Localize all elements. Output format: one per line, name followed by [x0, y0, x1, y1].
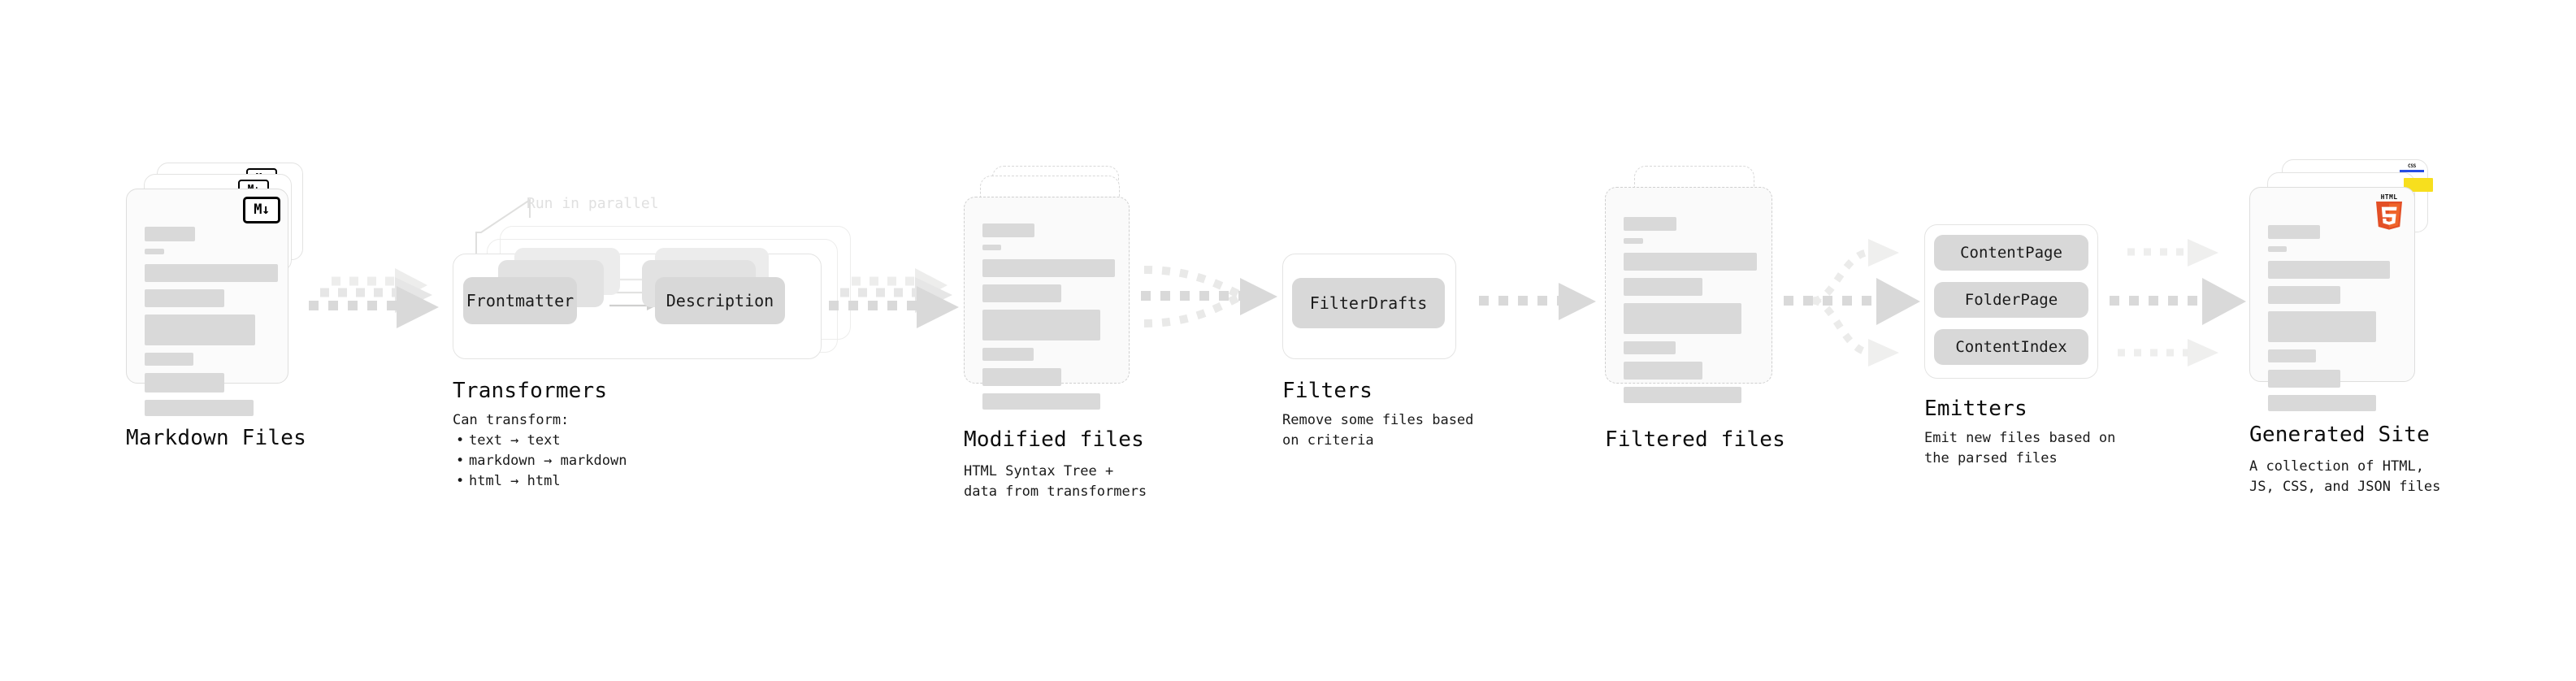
transform-list-item: html → html	[456, 471, 696, 492]
doc-bar	[1624, 341, 1676, 354]
doc-bar	[982, 284, 1061, 302]
doc-bar	[982, 259, 1115, 277]
doc-bar	[2268, 286, 2340, 304]
html5-icon: HTML	[2372, 192, 2406, 230]
transformers-transform-list: text → text markdown → markdown html → h…	[453, 431, 696, 492]
emitter-chip-folderpage[interactable]: FolderPage	[1934, 282, 2088, 318]
transformers-caption-head: Can transform:	[453, 412, 570, 428]
modified-files-caption: HTML Syntax Tree + data from transformer…	[964, 463, 1147, 500]
doc-bar	[2268, 261, 2390, 279]
doc-bar	[982, 348, 1034, 361]
stage-title-filtered-files: Filtered files	[1605, 427, 1785, 452]
doc-bar	[145, 289, 224, 307]
modified-card-front	[964, 197, 1130, 410]
transform-list-item: markdown → markdown	[456, 451, 696, 471]
doc-bar	[982, 245, 1001, 250]
filter-chip-filterdrafts[interactable]: FilterDrafts	[1292, 278, 1445, 328]
generated-site-stack: CSS HTML	[2249, 159, 2444, 419]
arrow-markdown-to-transformers	[309, 268, 439, 328]
markdown-placeholder-lines	[145, 227, 278, 423]
arrow-filtered-to-emitters	[1784, 239, 1920, 367]
css-badge-label: CSS	[2408, 163, 2416, 169]
svg-text:HTML: HTML	[2381, 193, 2398, 201]
doc-bar	[1624, 362, 1702, 380]
doc-bar	[2268, 246, 2287, 252]
stage-title-emitters: Emitters	[1924, 397, 2027, 421]
filtered-placeholder-lines	[1624, 217, 1757, 410]
arrow-modified-to-filters	[1141, 266, 1277, 327]
filtered-files-stack	[1605, 166, 1784, 418]
filtered-card-front	[1605, 187, 1772, 403]
stage-title-modified-files: Modified files	[964, 427, 1144, 452]
doc-bar	[2268, 225, 2320, 239]
doc-bar	[1624, 253, 1757, 271]
css-badge-rule	[2400, 170, 2424, 172]
arrow-emitters-to-site	[2110, 239, 2246, 367]
doc-bar	[2268, 395, 2376, 411]
doc-bar	[982, 310, 1100, 340]
doc-bar	[2268, 311, 2376, 342]
doc-bar	[1624, 217, 1676, 231]
stage-title-markdown-files: Markdown Files	[126, 426, 306, 450]
doc-bar	[1624, 387, 1741, 403]
run-in-parallel-label: Run in parallel	[527, 195, 659, 212]
stage-title-transformers: Transformers	[453, 379, 608, 403]
emitter-chip-contentindex[interactable]: ContentIndex	[1934, 329, 2088, 365]
doc-bar	[2268, 370, 2340, 388]
emitter-chip-contentpage[interactable]: ContentPage	[1934, 235, 2088, 271]
stage-title-generated-site: Generated Site	[2249, 423, 2430, 447]
js-badge	[2404, 178, 2433, 192]
arrow-filters-to-filtered	[1479, 283, 1596, 320]
stage-title-filters: Filters	[1282, 379, 1373, 403]
doc-bar	[1624, 238, 1643, 244]
doc-bar	[145, 249, 164, 254]
doc-bar	[145, 400, 254, 416]
transform-list-item: text → text	[456, 431, 696, 451]
doc-bar	[145, 373, 224, 393]
transformer-chip-description[interactable]: Description	[655, 277, 785, 324]
doc-bar	[982, 368, 1061, 386]
generated-placeholder-lines	[2268, 225, 2400, 419]
transformers-caption: Can transform: text → text markdown → ma…	[453, 410, 696, 492]
emitters-caption: Emit new files based on the parsed files	[1924, 430, 2116, 466]
doc-bar	[145, 227, 195, 241]
modified-files-stack	[964, 166, 1143, 418]
markdown-files-stack: M↓ M↓ M↓	[126, 163, 313, 416]
markdown-badge-front: M↓	[243, 197, 280, 223]
css-badge: CSS	[2400, 164, 2424, 174]
doc-bar	[1624, 278, 1702, 296]
arrow-transformers-to-modified	[829, 268, 959, 328]
doc-bar	[982, 223, 1034, 237]
generated-site-caption: A collection of HTML, JS, CSS, and JSON …	[2249, 458, 2441, 495]
filters-caption: Remove some files based on criteria	[1282, 412, 1474, 449]
doc-bar	[982, 393, 1100, 410]
modified-placeholder-lines	[982, 223, 1115, 417]
doc-bar	[2268, 349, 2316, 362]
doc-bar	[145, 314, 255, 345]
transformer-chip-frontmatter[interactable]: Frontmatter	[463, 277, 577, 324]
doc-bar	[1624, 303, 1741, 334]
run-in-parallel-leader	[475, 198, 531, 257]
doc-bar	[145, 264, 278, 282]
doc-bar	[145, 353, 193, 366]
